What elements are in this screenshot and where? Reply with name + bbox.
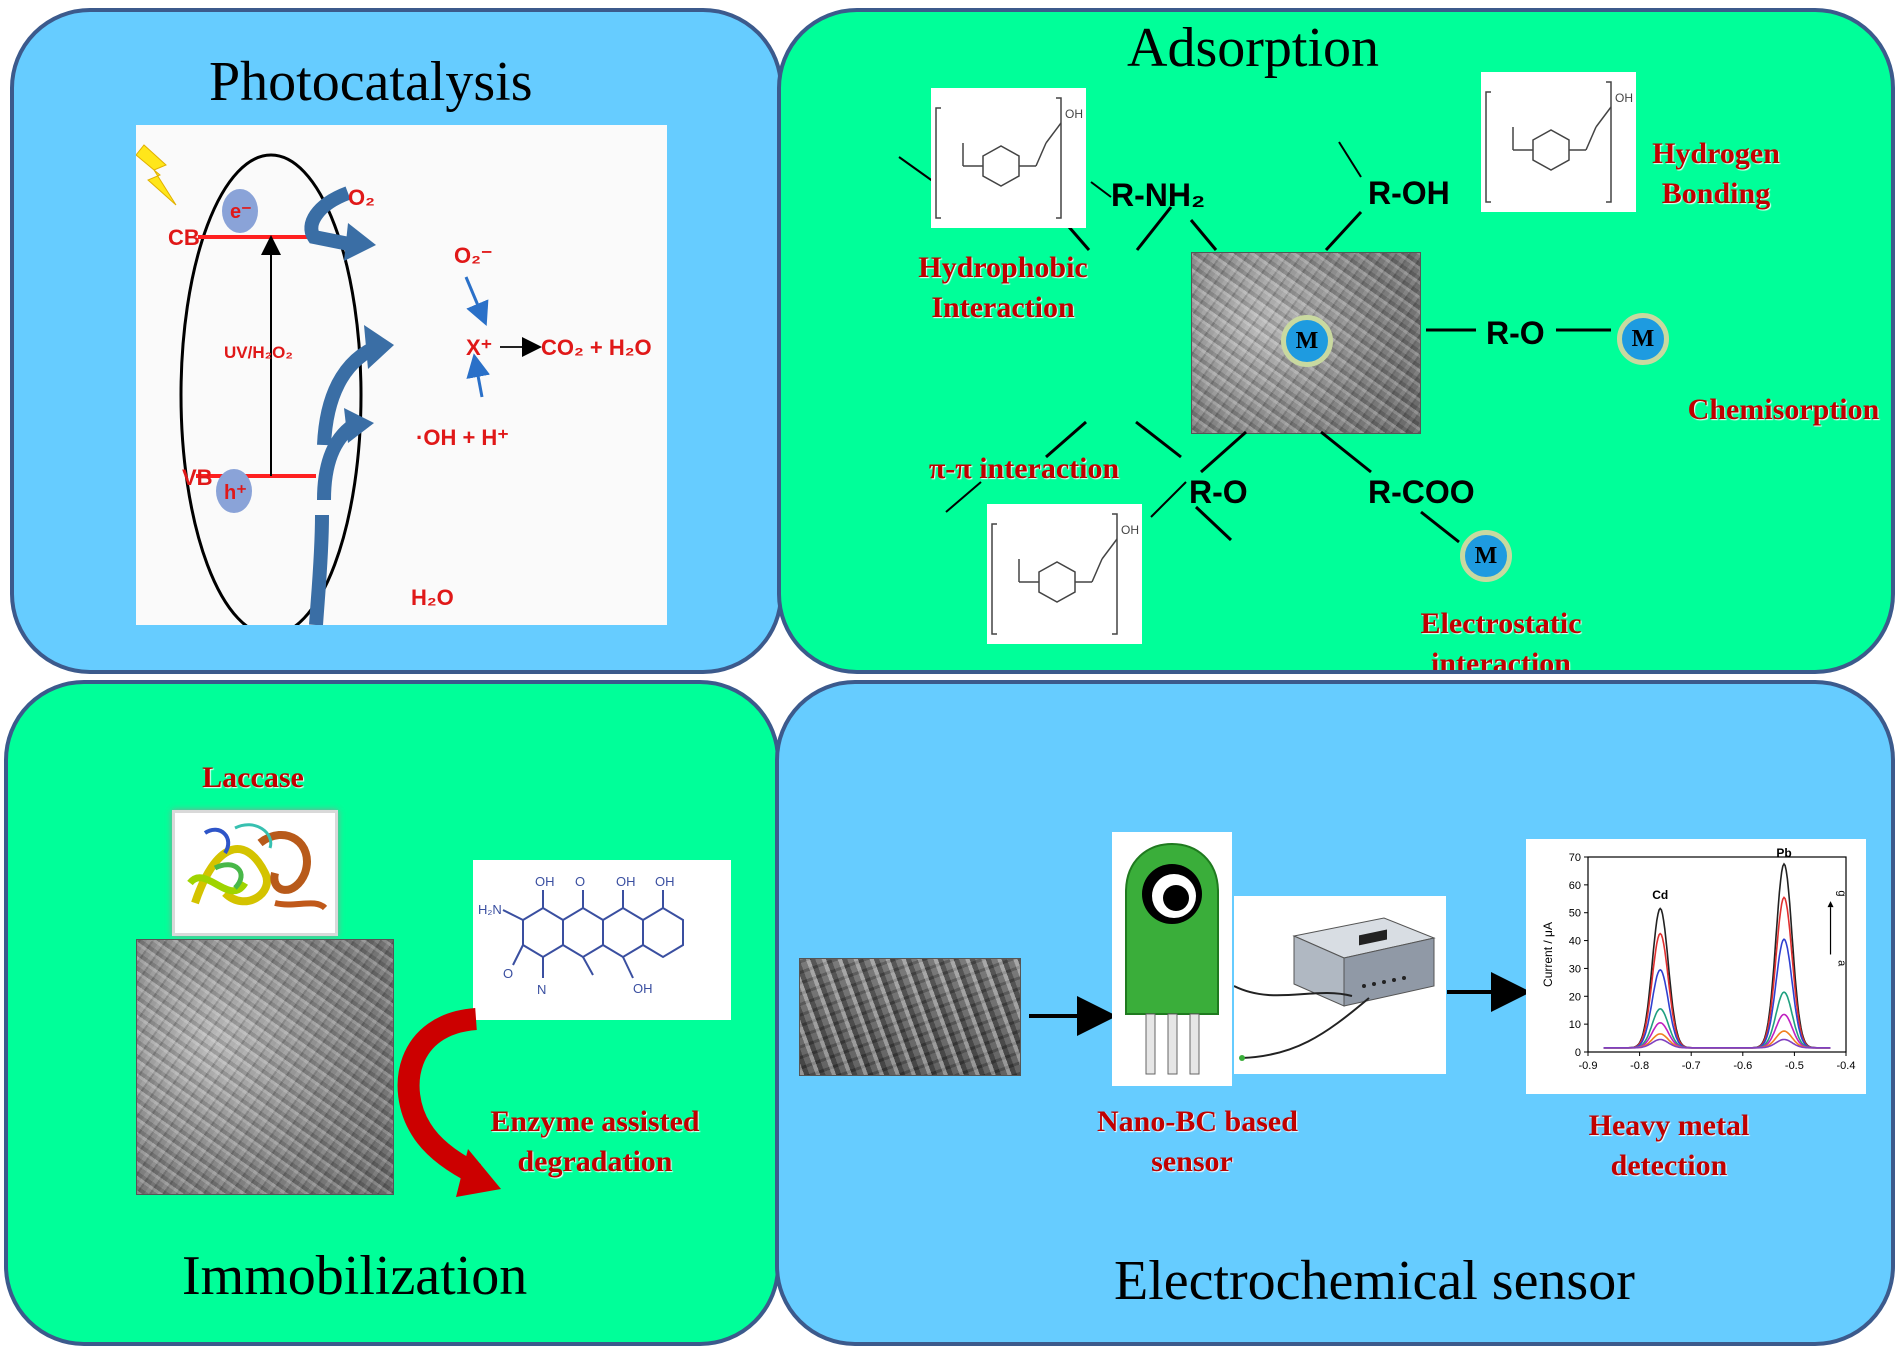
svg-text:OH: OH (1121, 523, 1139, 537)
potentiostat-image (1233, 896, 1446, 1074)
series-order-arrowhead (1827, 901, 1834, 908)
series-line-1 (1603, 896, 1831, 1049)
y-tick-label: 50 (1569, 908, 1581, 920)
oxidation-arrowhead-top (364, 325, 394, 369)
group-ro-left: R-O (1189, 474, 1248, 510)
photocatalysis-panel: Photocatalysis e⁻ h⁺ (10, 8, 783, 674)
adsorption-panel: Adsorption OH (777, 8, 1895, 674)
oh-radical-label: ·OH + H⁺ (416, 425, 509, 450)
o2-radical-label: O₂⁻ (454, 243, 493, 268)
x-plus-label: X⁺ (466, 335, 492, 360)
electrochemical-panel: Nano-BC based sensor 0 10 20 30 40 50 60 70 -0.9… (775, 680, 1895, 1346)
series-end-label: g (1836, 890, 1848, 896)
electrostatic-label: Electrostatic interaction (1420, 607, 1582, 674)
y-tick-label: 0 (1575, 1047, 1581, 1059)
hydrogen-bonding-label: Hydrogen Bonding (1652, 137, 1780, 210)
pollutant-molecule-structure: OH O OH OH H₂N O N OH (473, 860, 731, 1020)
group-roh: R-OH (1368, 175, 1450, 211)
group-rcoo: R-COO (1368, 474, 1475, 510)
polymer-structure-hydrophobic: OH (931, 88, 1086, 228)
svg-text:OH: OH (616, 874, 636, 889)
laccase-label: Laccase (202, 761, 304, 794)
series-line-6 (1603, 1038, 1831, 1049)
y-axis-label: Current / μA (1541, 922, 1555, 987)
metal-ion-center: M (1281, 315, 1333, 367)
polymer-structure-hydrogen: OH (1481, 72, 1636, 212)
y-tick-label: 70 (1569, 852, 1581, 864)
x-tick-label: -0.5 (1785, 1060, 1804, 1072)
y-tick-label: 10 (1569, 1019, 1581, 1031)
sensor-label: Nano-BC based sensor (1097, 1105, 1298, 1178)
y-tick-label: 30 (1569, 963, 1581, 975)
svg-text:OH: OH (655, 874, 675, 889)
hole-label: h⁺ (224, 482, 247, 504)
svg-text:O: O (575, 874, 585, 889)
process-arrows-svg (1029, 972, 1531, 1036)
svg-text:OH: OH (633, 981, 653, 996)
polymer-structure-pi: OH (987, 504, 1142, 644)
nanobc-sem-image (799, 958, 1021, 1076)
immobilization-title: Immobilization (182, 1245, 528, 1307)
voltammogram-chart: 0 10 20 30 40 50 60 70 -0.9 -0.8 -0.7 -0.6 -0.5 -0.4 C… (1526, 839, 1866, 1094)
o2-reduction-arrow (304, 186, 356, 252)
svg-text:O: O (503, 966, 513, 981)
uv-label: UV/H₂O₂ (224, 343, 293, 362)
chemisorption-label: Chemisorption (1687, 393, 1880, 426)
electrochemical-title: Electrochemical sensor (1114, 1250, 1635, 1312)
svg-text:N: N (537, 982, 546, 997)
group-ro-right: R-O (1486, 315, 1545, 351)
plot-frame (1587, 856, 1847, 1053)
electron-bubble (222, 189, 258, 233)
h2o-label: H₂O (411, 585, 454, 610)
enzyme-degradation-label: Enzyme assisted degradation (490, 1105, 700, 1178)
degradation-arrow (397, 1008, 501, 1197)
detection-label: Heavy metal detection (1588, 1109, 1750, 1182)
cd-peak-label: Cd (1652, 888, 1668, 902)
y-tick-label: 60 (1569, 880, 1581, 892)
o2-label: O₂ (348, 185, 375, 210)
x-tick-label: -0.4 (1837, 1060, 1856, 1072)
sensor-electrode-image (1112, 832, 1232, 1086)
svg-text:OH: OH (1065, 107, 1083, 121)
band-diagram-svg: e⁻ h⁺ CB VB UV/H₂O₂ O₂ O₂⁻ X⁺ CO₂ + H₂O … (135, 144, 652, 637)
pb-peak-label: Pb (1776, 846, 1791, 860)
x-tick-label: -0.7 (1682, 1060, 1701, 1072)
x-tick-label: -0.9 (1579, 1060, 1598, 1072)
h2o-arrow (309, 514, 329, 626)
voltammogram-svg: 0 10 20 30 40 50 60 70 -0.9 -0.8 -0.7 -0.6 -0.5 -0.4 C… (1541, 846, 1856, 1072)
svg-text:H₂N: H₂N (478, 902, 502, 917)
x-tick-label: -0.8 (1630, 1060, 1649, 1072)
electron-label: e⁻ (230, 201, 252, 223)
hole-bubble (216, 469, 252, 513)
adsorption-title: Adsorption (1127, 17, 1379, 79)
series-line-0 (1603, 862, 1831, 1049)
immobilization-sem-image (136, 939, 394, 1195)
series-start-label: a (1836, 960, 1848, 967)
products-label: CO₂ + H₂O (541, 335, 652, 360)
x-tick-label: -0.6 (1733, 1060, 1752, 1072)
vb-label: VB (182, 465, 213, 490)
o2-reduction-arrowhead (344, 223, 376, 261)
y-tick-label: 20 (1569, 991, 1581, 1003)
svg-text:OH: OH (1615, 91, 1633, 105)
immobilization-panel: Laccase (4, 680, 780, 1346)
pi-pi-label: π-π interaction (928, 452, 1120, 485)
group-rnh2: R-NH₂ (1111, 177, 1206, 213)
hydrophobic-label: Hydrophobic Interaction (918, 251, 1088, 324)
laccase-structure-image (172, 810, 338, 936)
photocatalysis-diagram: e⁻ h⁺ CB VB UV/H₂O₂ O₂ O₂⁻ X⁺ CO₂ + H₂O … (135, 125, 667, 637)
o2-radical-arrow (464, 276, 489, 327)
y-tick-label: 40 (1569, 936, 1581, 948)
lightning-icon (135, 144, 177, 206)
svg-text:OH: OH (535, 874, 555, 889)
cb-label: CB (168, 225, 200, 250)
oxidation-arrowhead-bottom (344, 408, 374, 443)
photocatalysis-title: Photocatalysis (209, 51, 533, 113)
metal-ion-electrostatic: M (1460, 530, 1512, 582)
oh-radical-arrow (466, 353, 491, 398)
metal-ion-chemisorption: M (1617, 313, 1669, 365)
